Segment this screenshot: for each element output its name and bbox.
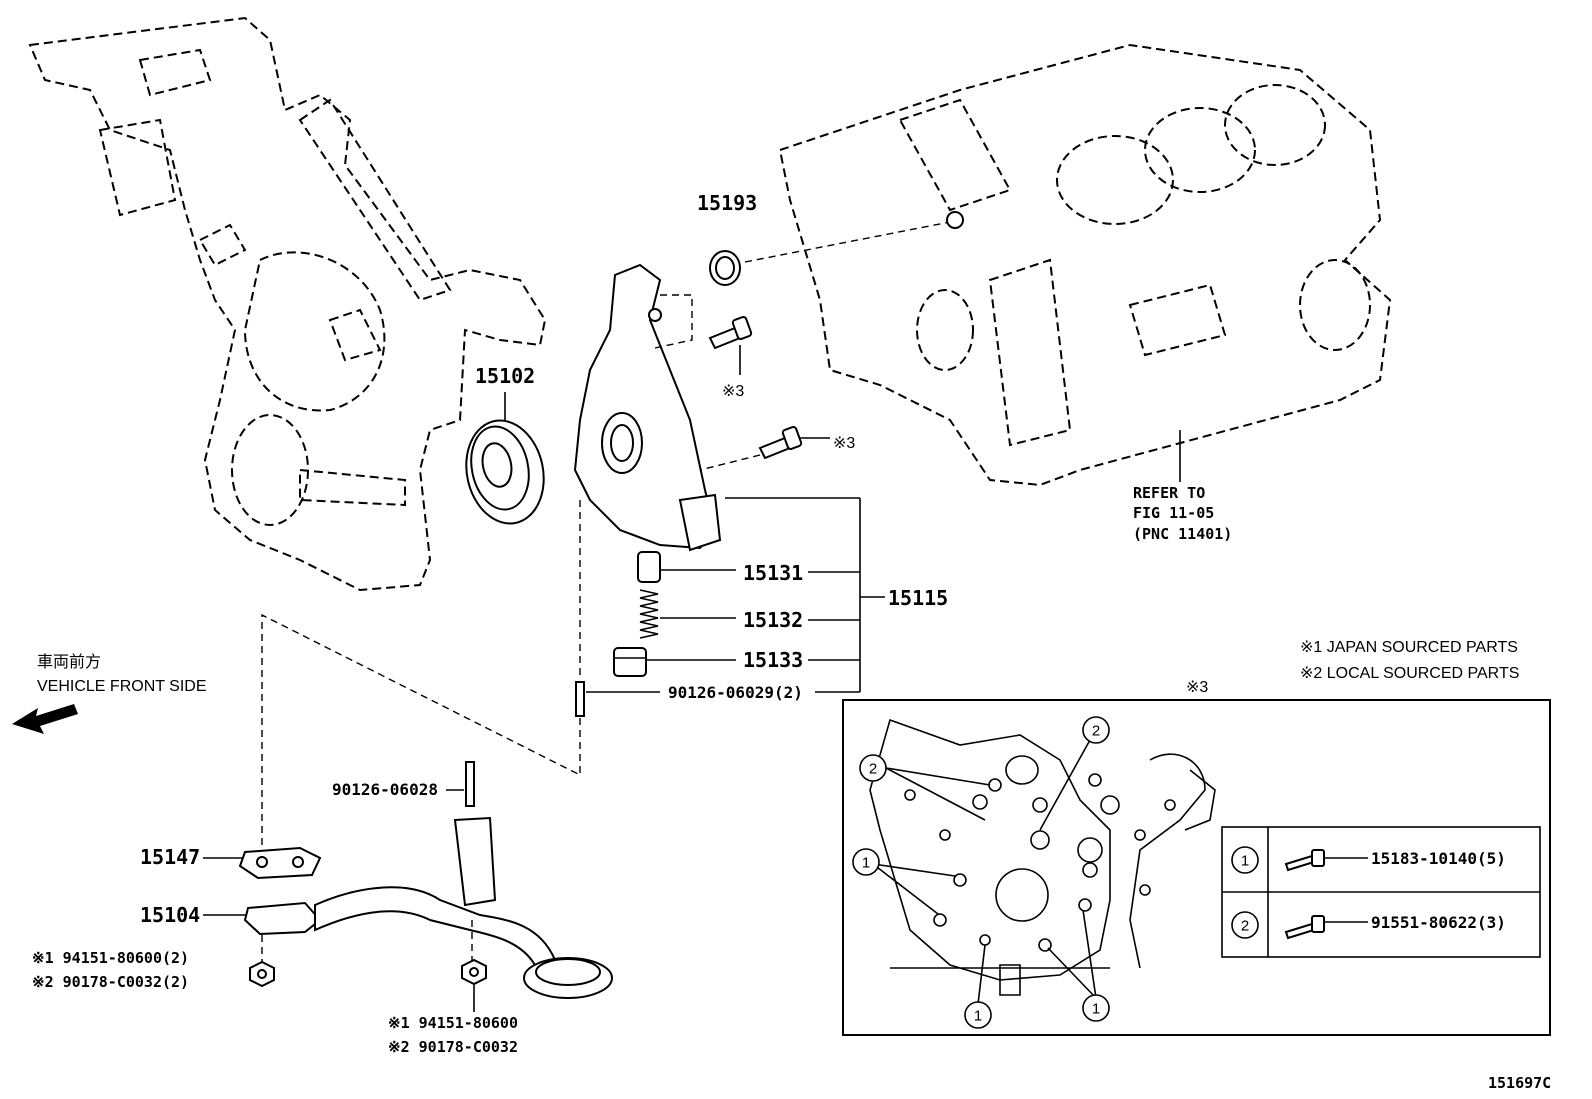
- marker-1-left: 1: [852, 848, 880, 876]
- inset-leaders: [872, 739, 1097, 1005]
- front-arrow-icon: [12, 704, 78, 734]
- label-japan-nut-left: ※1 94151-80600(2): [32, 949, 189, 967]
- refer-line-3: (PNC 11401): [1133, 525, 1232, 543]
- marker-2-left: 2: [859, 754, 887, 782]
- refer-line-2: FIG 11-05: [1133, 504, 1214, 522]
- svg-text:1: 1: [974, 1008, 982, 1025]
- bolt-lower: [699, 426, 830, 471]
- label-15193: 15193: [697, 191, 757, 215]
- alignment-dash-left: [261, 613, 581, 850]
- stud-90126-06029: [575, 500, 660, 717]
- bracket-15115: [725, 497, 885, 693]
- label-japan-nut-center: ※1 94151-80600: [388, 1014, 518, 1032]
- relief-spring-15132: [639, 589, 736, 639]
- figure-id: 151697C: [1488, 1074, 1551, 1092]
- relief-plug-15133: [613, 647, 736, 677]
- front-label-jp: 車両前方: [37, 653, 101, 671]
- mark3-lower-bolt: ※3: [833, 435, 855, 452]
- oil-pump-rotor-15102: [465, 392, 545, 525]
- label-15115: 15115: [888, 586, 948, 610]
- inset-pump-outline: [869, 718, 1216, 996]
- marker-1-bottom-left: 1: [964, 1001, 992, 1029]
- label-15104: 15104: [140, 903, 200, 927]
- table-row-1: 1 15183-10140(5): [1231, 846, 1506, 874]
- label-local-nut-center: ※2 90178-C0032: [388, 1038, 518, 1056]
- label-90126-06028: 90126-06028: [332, 780, 438, 799]
- label-local-nut-left: ※2 90178-C0032(2): [32, 973, 189, 991]
- table-row-2: 2 91551-80622(3): [1231, 911, 1506, 940]
- svg-text:1: 1: [862, 855, 870, 872]
- timing-cover-outline: [28, 16, 547, 592]
- svg-text:2: 2: [1092, 723, 1100, 740]
- table-part-1: 15183-10140(5): [1371, 849, 1506, 868]
- table-key-1: 1: [1241, 853, 1249, 870]
- bolt-upper: [708, 316, 753, 375]
- label-90126-06029: 90126-06029(2): [668, 683, 803, 702]
- label-15132: 15132: [743, 608, 803, 632]
- oil-seal-15193: [709, 211, 964, 286]
- label-15102: 15102: [475, 364, 535, 388]
- oil-strainer-15104: [203, 816, 613, 999]
- legend-local: ※2 LOCAL SOURCED PARTS: [1300, 665, 1519, 682]
- stud-90126-06028: [446, 761, 475, 807]
- svg-text:1: 1: [1092, 1001, 1100, 1018]
- relief-valve-15131: [637, 551, 736, 583]
- refer-line-1: REFER TO: [1133, 484, 1205, 502]
- inset-mark3: ※3: [1186, 679, 1208, 696]
- label-15131: 15131: [743, 561, 803, 585]
- marker-1-bottom-right: 1: [1082, 994, 1110, 1022]
- marker-2-top: 2: [1082, 716, 1110, 744]
- bolt-icon-2: [1284, 915, 1325, 940]
- nut-left: [249, 960, 275, 988]
- label-15147: 15147: [140, 845, 200, 869]
- bolt-table: 1 15183-10140(5) 2 91551-80622(3): [1221, 826, 1541, 958]
- svg-text:2: 2: [869, 761, 877, 778]
- legend-japan: ※1 JAPAN SOURCED PARTS: [1300, 639, 1518, 656]
- oil-pump-body: [573, 263, 722, 552]
- gasket-15147: [203, 846, 322, 880]
- table-key-2: 2: [1241, 918, 1249, 935]
- table-part-2: 91551-80622(3): [1371, 913, 1506, 932]
- nut-center: [461, 958, 487, 1012]
- label-15133: 15133: [743, 648, 803, 672]
- bolt-icon-1: [1284, 849, 1325, 872]
- mark3-upper-bolt: ※3: [722, 383, 744, 400]
- front-label-en: VEHICLE FRONT SIDE: [37, 678, 207, 695]
- cylinder-block-outline: [778, 43, 1392, 487]
